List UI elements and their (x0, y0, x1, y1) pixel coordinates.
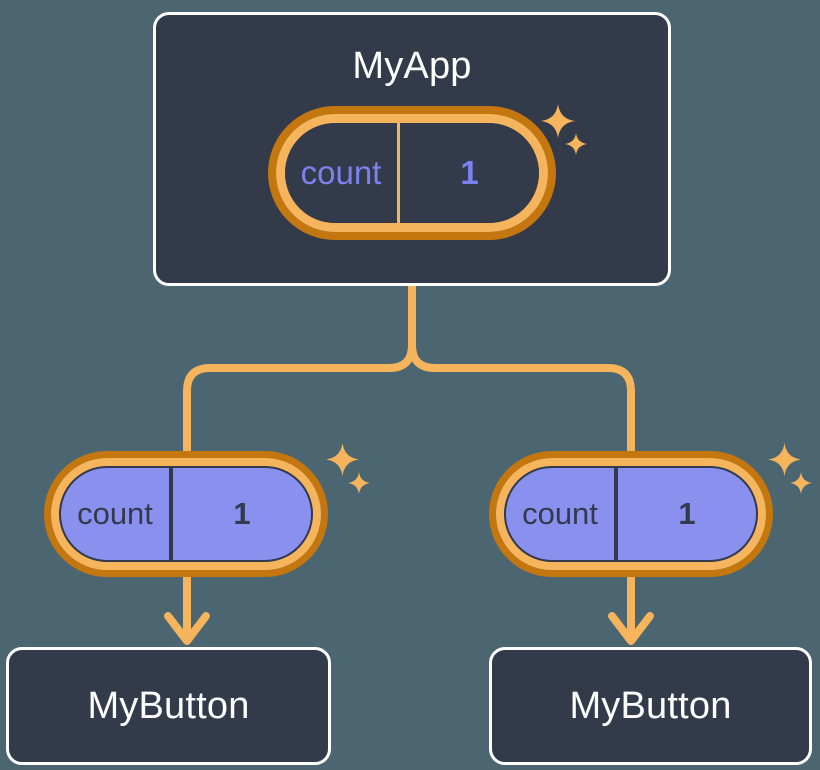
pill-outer-ring: count 1 (489, 451, 773, 577)
component-title: MyButton (569, 685, 732, 727)
pill-body: count 1 (285, 123, 539, 223)
state-key-label: count (77, 496, 153, 531)
branch-connector-right-icon (408, 282, 635, 455)
pill-outer-ring: count 1 (268, 106, 556, 240)
pill-body: count 1 (504, 466, 758, 562)
state-pill-child-left[interactable]: count 1 (44, 451, 328, 577)
state-key-label: count (300, 154, 382, 191)
arrow-down-icon (164, 612, 210, 645)
page-title: MyApp (352, 45, 472, 87)
pill-body: count 1 (59, 466, 313, 562)
sparkle-four-point-icon (326, 443, 359, 476)
branch-connector-icon (183, 282, 416, 455)
state-value-label: 1 (614, 468, 756, 560)
state-pill-root[interactable]: count 1 (268, 106, 556, 240)
sparkle-four-point-icon (768, 443, 801, 476)
arrow-down-icon (608, 612, 654, 645)
pill-outer-ring: count 1 (44, 451, 328, 577)
sparkle-four-point-small-icon (348, 472, 370, 494)
state-key-label: count (522, 496, 598, 531)
state-pill-child-right[interactable]: count 1 (489, 451, 773, 577)
pill-inner-ring: count 1 (51, 458, 321, 570)
sparkle-four-point-small-icon (790, 472, 812, 494)
component-title: MyButton (87, 685, 250, 727)
component-card-mybutton-left[interactable]: MyButton (6, 647, 331, 765)
component-card-mybutton-right[interactable]: MyButton (489, 647, 812, 765)
state-value-label: 1 (169, 468, 311, 560)
state-value-label: 1 (397, 123, 539, 223)
pill-inner-ring: count 1 (276, 114, 548, 232)
pill-inner-ring: count 1 (496, 458, 766, 570)
